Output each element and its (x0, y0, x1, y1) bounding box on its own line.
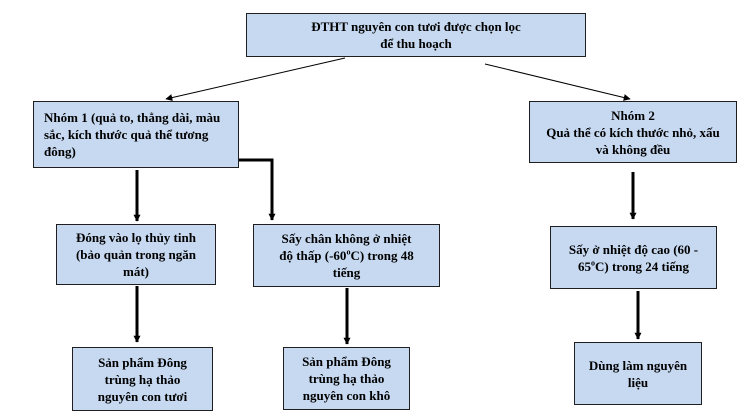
step-jar-line-3: mát) (123, 264, 149, 279)
step-jar-line-2: (bảo quản trong ngăn (75, 247, 197, 262)
material-line-1: Dùng làm nguyên (588, 357, 688, 373)
root-line-2: để thu hoạch (380, 36, 452, 51)
step-vacuum-node: Sấy chân không ở nhiệt độ thấp (-60oC) t… (253, 224, 440, 287)
step-vacuum-line-3: tiếng (332, 265, 361, 280)
material-node: Dùng làm nguyên liệu (574, 342, 702, 405)
material-line-2: liệu (627, 374, 649, 390)
group2-line-1: Nhóm 2 (611, 107, 655, 123)
group1-line-1: Nhóm 1 (quả to, thẳng dài, màu (44, 110, 221, 125)
step-hot-line-1: Sấy ở nhiệt độ cao (60 - (568, 241, 699, 257)
step-jar-line-1: Đóng vào lọ thủy tinh (76, 230, 196, 245)
arrow-root-to-group2 (484, 63, 631, 101)
step-jar-node: Đóng vào lọ thủy tinh (bảo quản trong ng… (56, 224, 216, 285)
product-fresh-line-2: trùng hạ thảo (104, 371, 181, 387)
product-fresh-line-1: Sản phẩm Đông (98, 354, 187, 370)
product-dry-line-3: nguyên con khô (302, 388, 391, 403)
product-dry-line-1: Sản phẩm Đông (302, 354, 391, 369)
group2-node: Nhóm 2 Quả thể có kích thước nhỏ, xấu và… (529, 101, 737, 163)
arrow-root-to-group1 (165, 57, 346, 102)
product-fresh-node: Sản phẩm Đông trùng hạ thảo nguyên con t… (72, 347, 213, 411)
step-hot-line-2: 65oC) trong 24 tiếng (577, 258, 689, 274)
step-vacuum-line-2: độ thấp (-60oC) trong 48 (279, 247, 414, 263)
degree-sup: o (346, 247, 351, 257)
degree-sup: o (590, 258, 595, 268)
product-dry-line-2: trùng hạ thảo (308, 371, 385, 386)
group2-line-3: và không đều (595, 141, 671, 157)
group2-line-2: Quả thể có kích thước nhỏ, xấu (546, 124, 720, 140)
root-node: ĐTHT nguyên con tươi được chọn lọc để th… (246, 13, 586, 57)
product-fresh-line-3: nguyên con tươi (97, 388, 188, 404)
arrow-group1-to-vacuum (239, 158, 276, 221)
root-line-1: ĐTHT nguyên con tươi được chọn lọc (311, 19, 521, 34)
product-dry-node: Sản phẩm Đông trùng hạ thảo nguyên con k… (283, 347, 410, 410)
step-vacuum-line-1: Sấy chân không ở nhiệt (281, 231, 412, 246)
group1-line-2: sắc, kích thước quả thể tương (44, 127, 209, 142)
group1-node: Nhóm 1 (quả to, thẳng dài, màu sắc, kích… (33, 101, 239, 168)
step-hot-node: Sấy ở nhiệt độ cao (60 - 65oC) trong 24 … (550, 226, 717, 289)
group1-line-3: đông) (44, 144, 76, 159)
